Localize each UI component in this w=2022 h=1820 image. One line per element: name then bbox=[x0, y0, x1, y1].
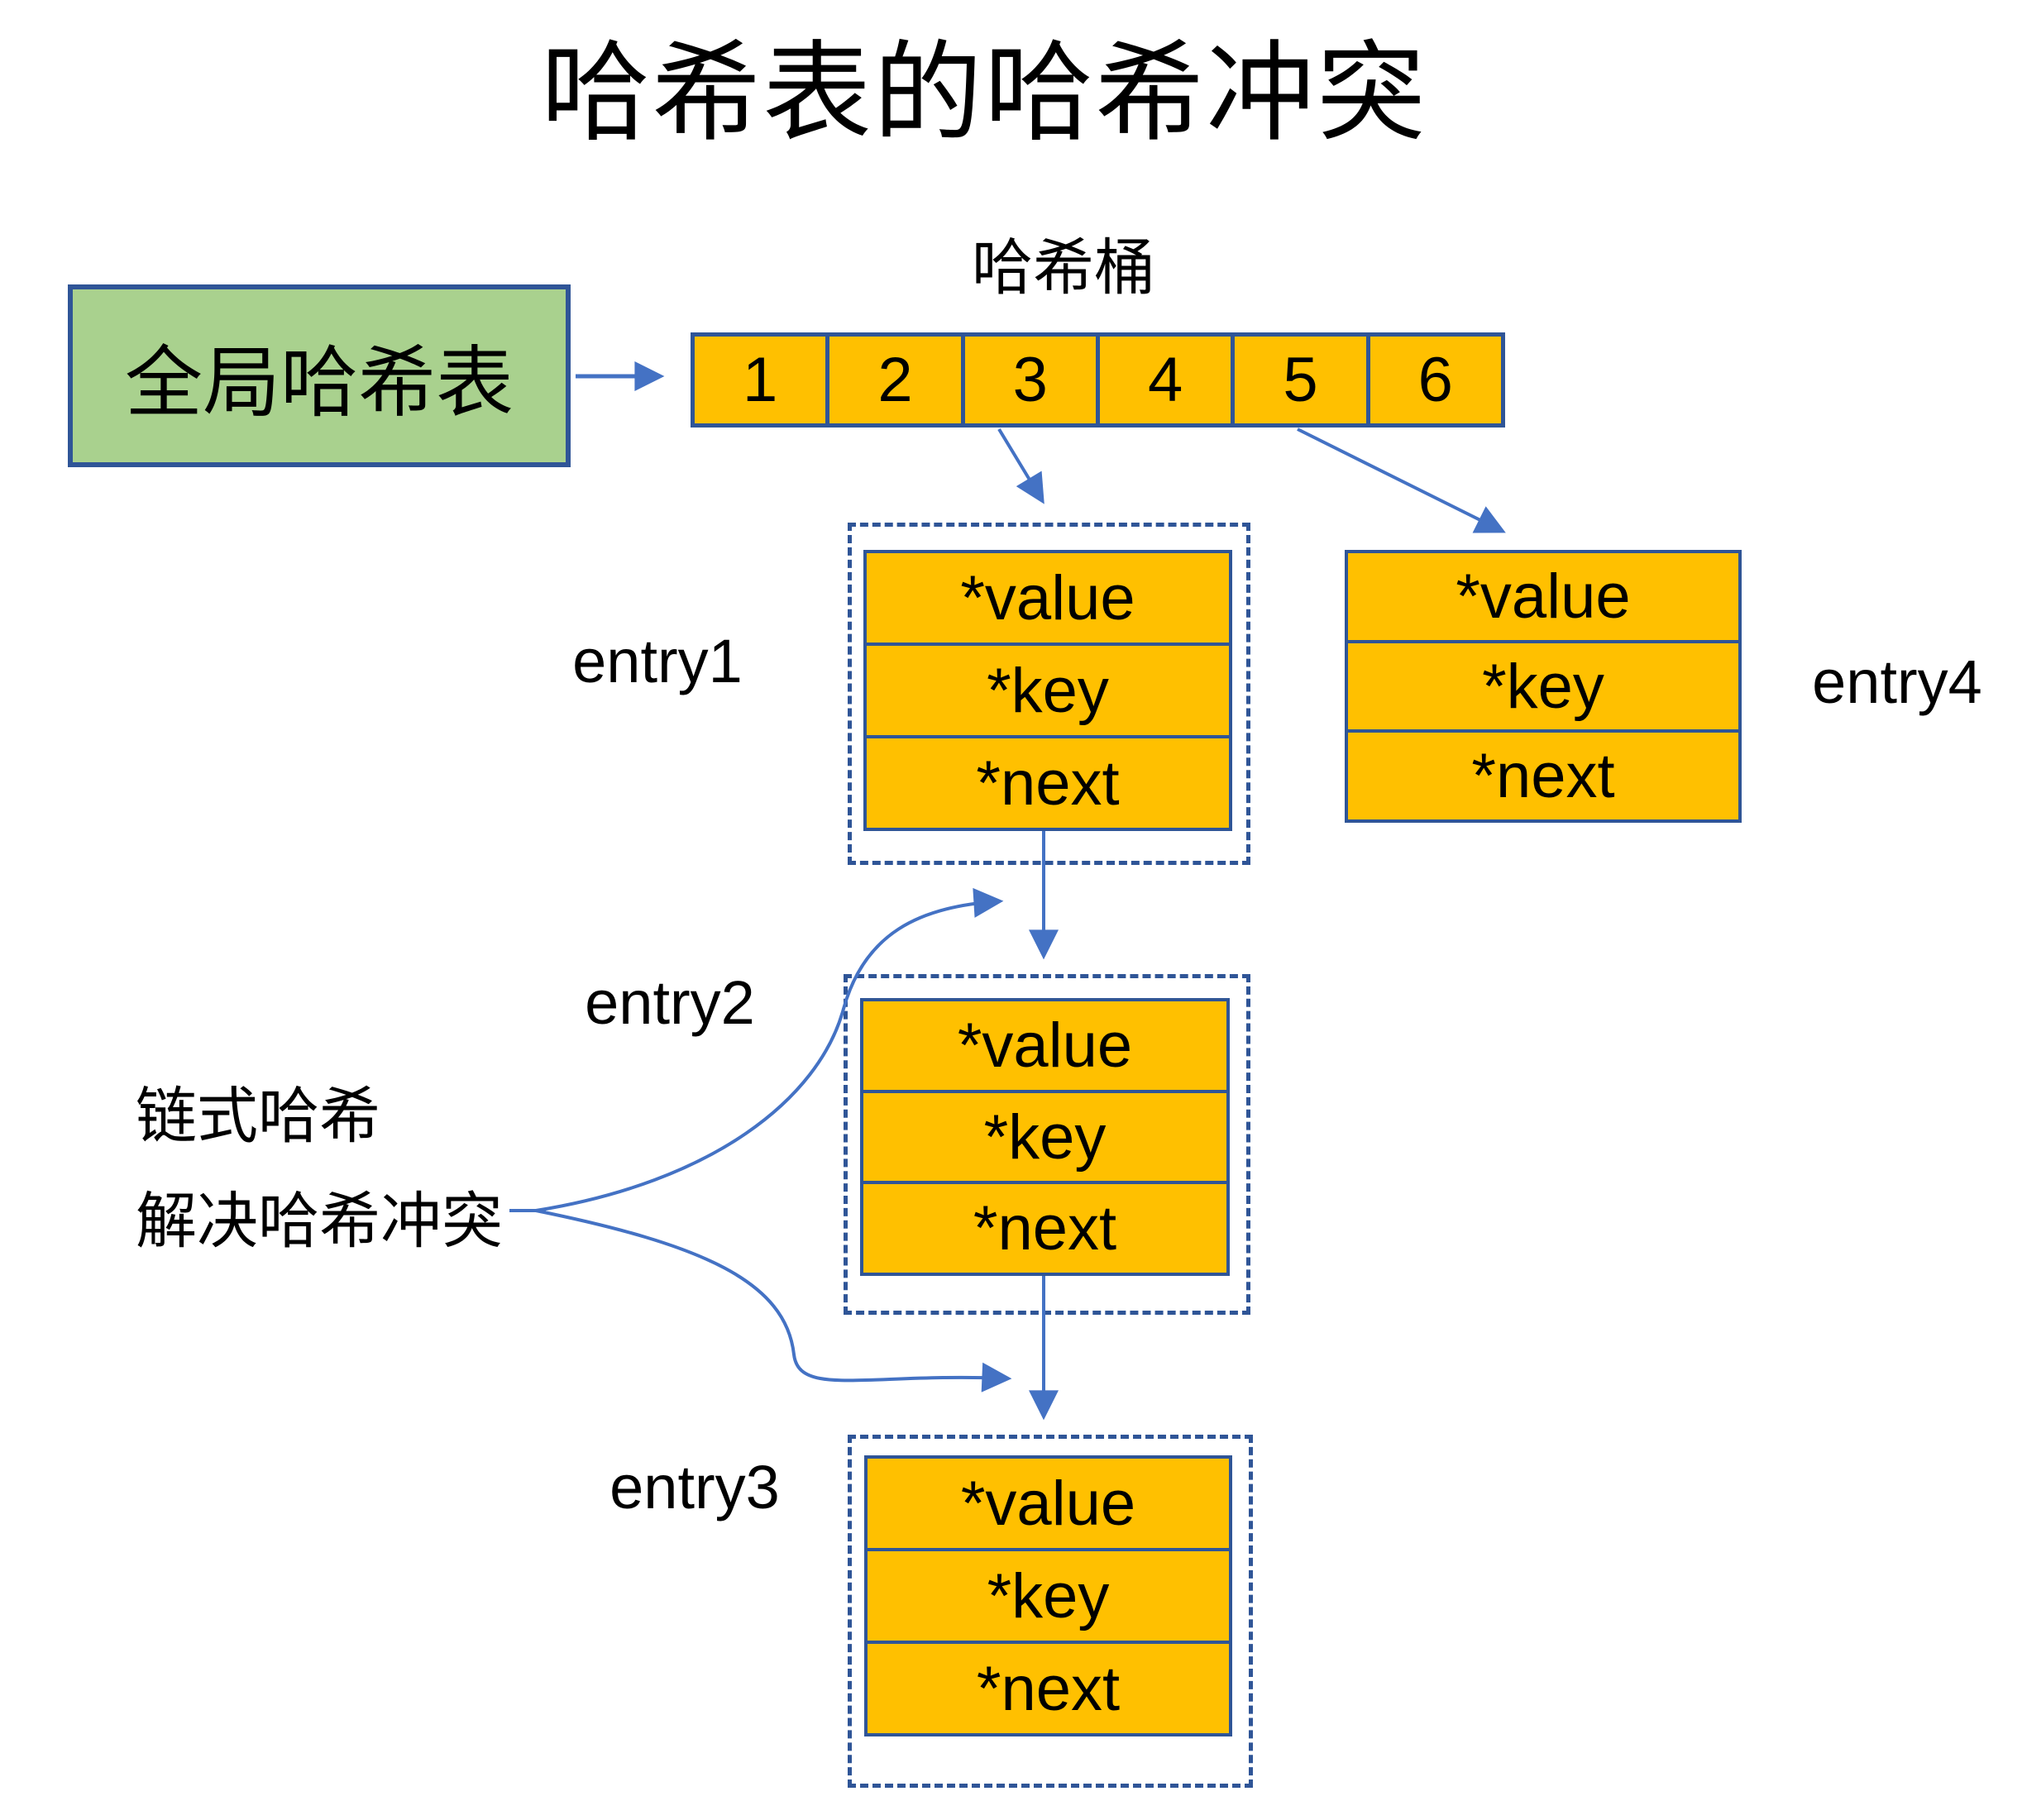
entry1-label: entry1 bbox=[572, 627, 743, 695]
page-title: 哈希表的哈希冲突 bbox=[541, 32, 1427, 154]
entry4-label: entry4 bbox=[1812, 647, 1982, 716]
global-hash-table-label: 全局哈希表 bbox=[124, 338, 514, 426]
bucket-cell-1: 1 bbox=[691, 332, 830, 428]
entry4-field-next: *next bbox=[1348, 733, 1738, 820]
entry2-label: entry2 bbox=[585, 968, 755, 1037]
entry1-node: *value *key *next bbox=[863, 550, 1232, 831]
bucket-cell-6: 6 bbox=[1365, 332, 1505, 428]
chained-hash-note-line2: 解决哈希冲突 bbox=[136, 1187, 503, 1255]
entry3-dashed-box: *value *key *next bbox=[848, 1435, 1253, 1788]
entry1-field-value: *value bbox=[867, 553, 1229, 642]
bucket-cell-2: 2 bbox=[825, 332, 965, 428]
entry2-dashed-box: *value *key *next bbox=[844, 974, 1250, 1315]
hash-bucket-array: 1 2 3 4 5 6 bbox=[691, 332, 1505, 428]
entry4-field-value: *value bbox=[1348, 553, 1738, 640]
bucket-cell-5: 5 bbox=[1231, 332, 1370, 428]
entry3-field-value: *value bbox=[868, 1459, 1229, 1548]
entry3-field-key: *key bbox=[868, 1551, 1229, 1641]
chained-hash-note-line1: 链式哈希 bbox=[136, 1082, 380, 1150]
entry3-field-next: *next bbox=[868, 1644, 1229, 1733]
entry4-node: *value *key *next bbox=[1345, 550, 1742, 823]
bucket-cell-4: 4 bbox=[1095, 332, 1236, 428]
entry3-label: entry3 bbox=[609, 1453, 780, 1521]
arrow-bucket3-to-entry1 bbox=[997, 428, 1044, 504]
entry1-dashed-box: *value *key *next bbox=[848, 523, 1250, 865]
entry2-field-next: *next bbox=[863, 1184, 1226, 1273]
bucket-cell-3: 3 bbox=[960, 332, 1100, 428]
entry4-field-key: *key bbox=[1348, 642, 1738, 730]
arrow-bucket5-to-entry4 bbox=[1297, 428, 1506, 533]
entry2-field-key: *key bbox=[863, 1092, 1226, 1182]
entry1-field-key: *key bbox=[867, 646, 1229, 735]
entry1-field-next: *next bbox=[867, 738, 1229, 828]
entry2-node: *value *key *next bbox=[860, 998, 1230, 1276]
entry2-field-value: *value bbox=[863, 1001, 1226, 1090]
chained-hash-note: 链式哈希 解决哈希冲突 bbox=[136, 1063, 599, 1273]
hash-bucket-label: 哈希桶 bbox=[972, 233, 1155, 302]
entry3-node: *value *key *next bbox=[864, 1455, 1232, 1736]
global-hash-table-box: 全局哈希表 bbox=[68, 284, 571, 467]
